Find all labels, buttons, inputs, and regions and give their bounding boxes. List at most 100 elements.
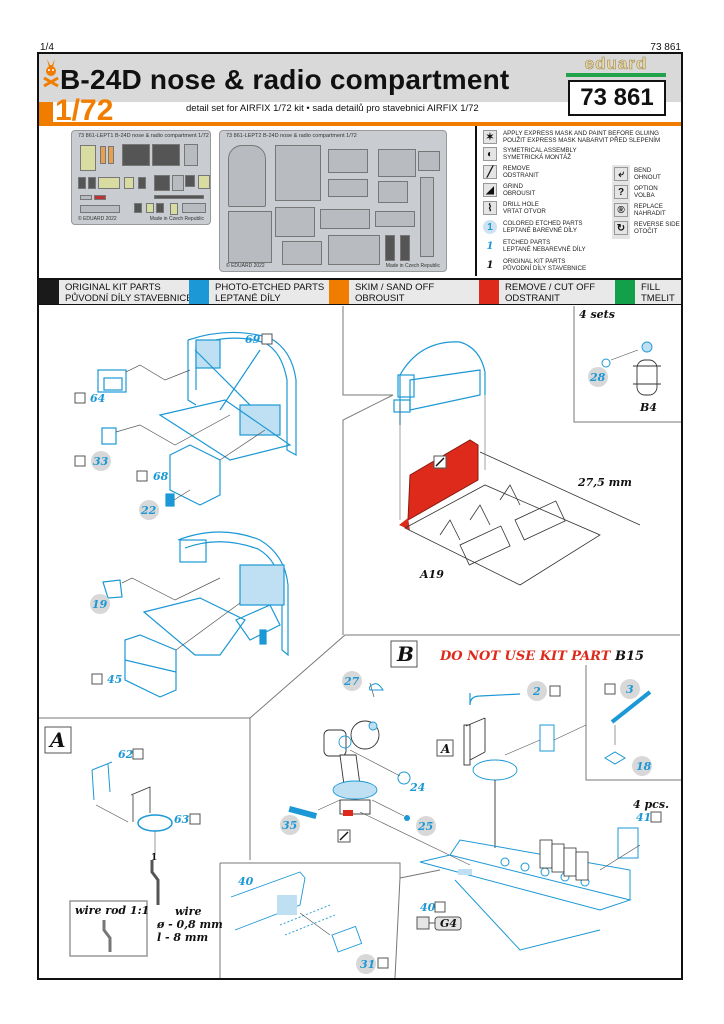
- header-orange-tab: [39, 102, 53, 124]
- part-callout-40: 40: [420, 901, 446, 914]
- subtitle: detail set for AIRFIX 1/72 kit • sada de…: [186, 103, 479, 114]
- reverse-side-icon: ↻: [614, 221, 628, 235]
- bend-icon: [132, 748, 144, 760]
- svg-text:2: 2: [532, 685, 541, 698]
- kit-number-box: 73 861: [568, 80, 666, 116]
- pe-part-28: [601, 358, 611, 368]
- bulkhead-a19-frame: [393, 341, 486, 425]
- wire-rod-drawing: [150, 860, 160, 905]
- mask-star-icon: ✶: [483, 130, 497, 144]
- legend-item-mask: ✶ APPLY EXPRESS MASK AND PAINT BEFORE GL…: [483, 130, 660, 144]
- part-callout-27: 27: [342, 671, 362, 691]
- batteries-drawing: [539, 839, 589, 881]
- wire-rod-box: wire rod 1:1: [69, 900, 149, 957]
- svg-text:A: A: [48, 728, 66, 752]
- svg-text:45: 45: [107, 673, 122, 686]
- bend-icon: [604, 683, 616, 695]
- remove-callout: [433, 455, 447, 469]
- oxygen-bottle-b4: [633, 341, 661, 396]
- page-number: 1/4: [40, 42, 54, 53]
- bend-icon: ⤶: [614, 167, 628, 181]
- svg-text:31: 31: [360, 958, 375, 971]
- seat-drawing: [463, 717, 518, 848]
- floor-a19-drawing: [404, 451, 641, 586]
- wire-length: l - 8 mm: [157, 931, 208, 944]
- bulkhead-19-drawing: [102, 531, 289, 698]
- step-b-label: B: [390, 640, 418, 668]
- part-callout-33: 33: [74, 451, 111, 471]
- step-number: 1: [151, 853, 157, 863]
- brand-logo: eduard: [584, 54, 648, 73]
- remove-knife-icon: ╱: [483, 165, 497, 179]
- bend-icon: [261, 333, 273, 345]
- part-callout-63: 63: [174, 813, 201, 826]
- svg-text:68: 68: [153, 470, 169, 483]
- svg-text:G4: G4: [440, 917, 457, 930]
- svg-text:25: 25: [417, 820, 433, 833]
- part-callout-69: 69: [245, 333, 273, 346]
- part-callout-64: 64: [74, 392, 105, 405]
- bend-icon: [74, 392, 86, 404]
- color-swatch: [329, 280, 349, 304]
- svg-text:A: A: [440, 742, 450, 756]
- pe-part-24: [397, 771, 411, 785]
- part-callout-68: 68: [136, 470, 169, 483]
- bend-icon: [91, 673, 103, 685]
- bend-icon: [74, 455, 86, 467]
- brand-underline: [566, 73, 666, 77]
- symbol-legend: ✶ APPLY EXPRESS MASK AND PAINT BEFORE GL…: [475, 126, 681, 276]
- header-orange-bar: [39, 122, 681, 126]
- svg-text:41: 41: [636, 811, 651, 824]
- bend-icon: [377, 957, 389, 969]
- bend-icon: [434, 901, 446, 913]
- color-swatch: [189, 280, 209, 304]
- sub-step-a-ref: A: [436, 739, 454, 757]
- svg-text:69: 69: [245, 333, 261, 346]
- color-swatch: [39, 280, 59, 304]
- replace-g4: G4: [416, 916, 462, 931]
- radio-set-drawing: [323, 720, 380, 816]
- part-callout-62: 62: [118, 748, 144, 761]
- pe-part-35: [288, 805, 318, 820]
- part-callout-22: 22: [139, 500, 159, 520]
- page-title: B-24D nose & radio compartment: [60, 64, 510, 95]
- warning-text: DO NOT USE KIT PART B15: [439, 649, 644, 664]
- wire-label: wire: [175, 905, 201, 918]
- svg-text:64: 64: [90, 392, 105, 405]
- bend-icon: [136, 470, 148, 482]
- colored-etched-icon: 1: [483, 220, 497, 234]
- remove-callout-radio: [337, 829, 351, 843]
- svg-text:22: 22: [140, 504, 157, 517]
- svg-text:63: 63: [174, 813, 190, 826]
- drill-hole-icon: ⌇: [483, 201, 497, 215]
- bend-icon: [549, 685, 561, 697]
- kit-part-a19: A19: [419, 568, 444, 581]
- option-icon: ?: [614, 185, 628, 199]
- kit-part-icon: 1: [486, 259, 494, 271]
- seat-a-drawing: [130, 786, 151, 822]
- part-callout-25: 25: [416, 816, 436, 836]
- pe-sheets-preview: 73 861-LEPT1 B-24D nose & radio compartm…: [39, 126, 475, 276]
- part-callout-41: 41: [636, 811, 662, 824]
- pe-sheet-2: 73 861-LEPT2 B-24D nose & radio compartm…: [219, 130, 447, 272]
- svg-text:40: 40: [420, 901, 436, 914]
- grind-file-icon: ◢: [483, 183, 497, 197]
- dimension-label: 27,5 mm: [577, 476, 632, 489]
- part-callout-31: 31: [356, 954, 389, 974]
- replace-icon: [416, 916, 430, 930]
- qty-41: 4 pcs.: [633, 798, 669, 811]
- seat-back-62: [91, 761, 113, 801]
- pe-part-3: [610, 690, 652, 724]
- assembly-diagram: 69 64 33 68 22 19 45: [39, 306, 681, 978]
- seat-pan-63: [137, 814, 173, 832]
